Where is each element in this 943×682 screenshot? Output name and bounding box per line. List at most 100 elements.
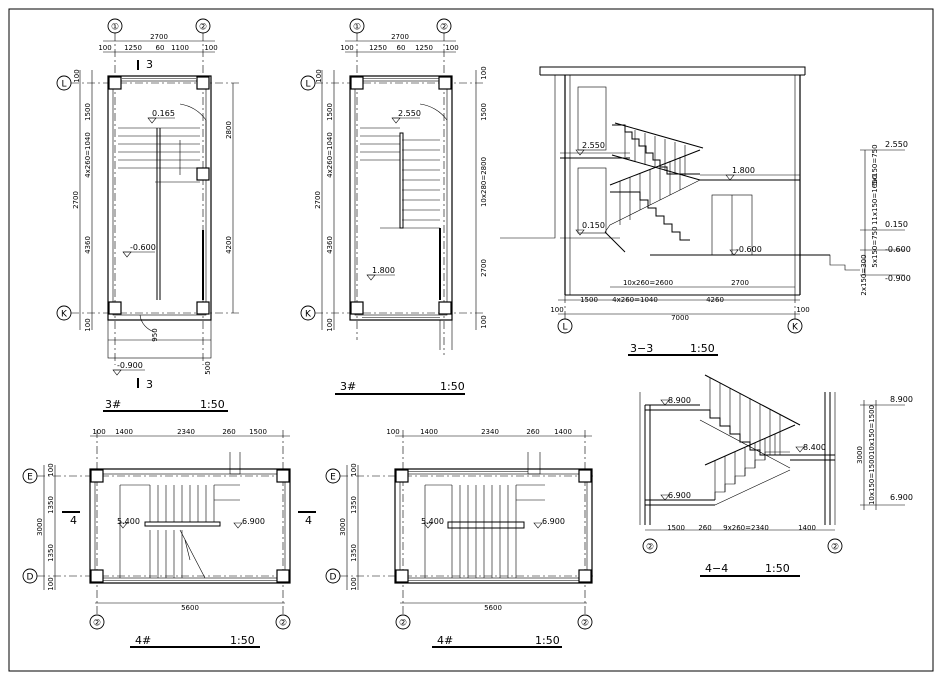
svg-text:②: ②: [581, 619, 589, 629]
svg-text:1400: 1400: [554, 428, 572, 436]
svg-text:7000: 7000: [671, 314, 689, 322]
svg-text:11x150=1650: 11x150=1650: [871, 175, 879, 225]
axis-bubble-L: L: [56, 75, 72, 91]
svg-text:L: L: [562, 323, 567, 333]
svg-text:-0.600: -0.600: [130, 243, 156, 252]
svg-text:10x280=2800: 10x280=2800: [480, 157, 488, 207]
elevation-mark: 2.550: [575, 141, 605, 156]
axis-bubble-1: ①: [107, 18, 123, 34]
stair-treads: [118, 127, 200, 169]
svg-text:1350: 1350: [47, 544, 55, 562]
section-4-4: 8.900 8.400 6.900 1500 260 9x260=2340 14…: [639, 374, 913, 577]
svg-text:1350: 1350: [350, 496, 358, 514]
svg-text:2340: 2340: [177, 428, 195, 436]
axis-bubble-2: ②: [275, 614, 291, 630]
svg-text:500: 500: [204, 361, 212, 374]
svg-text:4: 4: [70, 514, 77, 527]
svg-text:1500: 1500: [84, 103, 92, 121]
svg-text:-0.600: -0.600: [885, 245, 911, 254]
axis-bubble-K: K: [56, 305, 72, 321]
svg-text:100: 100: [350, 463, 358, 476]
svg-text:5x150=750: 5x150=750: [871, 144, 879, 185]
svg-text:L: L: [305, 80, 310, 90]
elevation-mark: 5.400: [117, 517, 140, 529]
svg-text:4x260=1040: 4x260=1040: [612, 296, 658, 304]
svg-text:1.800: 1.800: [732, 166, 755, 175]
svg-text:10x260=2600: 10x260=2600: [623, 279, 673, 287]
svg-text:②: ②: [440, 23, 448, 33]
axis-bubble-L: L: [300, 75, 316, 91]
elevation-mark: 8.400: [795, 443, 826, 453]
svg-text:100: 100: [47, 577, 55, 590]
svg-text:1350: 1350: [47, 496, 55, 514]
drawing-title: 3−3: [630, 342, 653, 355]
axis-bubble-D: D: [325, 568, 341, 584]
axis-bubble-2: ②: [395, 614, 411, 630]
svg-text:D: D: [330, 573, 337, 583]
svg-text:10x150=1500: 10x150=1500: [868, 455, 876, 505]
svg-text:100: 100: [98, 44, 111, 52]
elevation-mark: 5.400: [421, 517, 444, 529]
svg-text:10x150=1500: 10x150=1500: [868, 405, 876, 455]
svg-text:100: 100: [480, 315, 488, 328]
stair-treads: [451, 485, 517, 578]
svg-text:4x260=1040: 4x260=1040: [84, 132, 92, 178]
svg-text:①: ①: [111, 23, 119, 33]
elevation-mark: 2.550: [391, 109, 421, 124]
svg-text:100: 100: [315, 69, 323, 82]
svg-text:4260: 4260: [706, 296, 724, 304]
balusters: [709, 378, 781, 500]
plan-4-upper: E D ② ② 100 1400 2340 260 1400 100 1350 …: [325, 428, 595, 648]
svg-text:2700: 2700: [150, 33, 168, 41]
elevation-mark: 0.165: [147, 109, 175, 124]
svg-text:2340: 2340: [481, 428, 499, 436]
svg-text:100: 100: [350, 577, 358, 590]
elevation-mark: 1.800: [725, 166, 755, 181]
svg-text:0.150: 0.150: [885, 220, 908, 229]
drawing-scale: 1:50: [690, 342, 715, 355]
svg-text:8.400: 8.400: [803, 443, 826, 452]
axis-bubble-L: L: [557, 318, 573, 334]
svg-text:100: 100: [84, 318, 92, 331]
svg-text:0.165: 0.165: [152, 109, 175, 118]
svg-text:1350: 1350: [350, 544, 358, 562]
svg-text:1500: 1500: [249, 428, 267, 436]
svg-text:0.150: 0.150: [582, 221, 605, 230]
svg-text:6.900: 6.900: [542, 517, 565, 526]
svg-text:-0.900: -0.900: [117, 361, 143, 370]
svg-text:1100: 1100: [171, 44, 189, 52]
drawing-scale: 1:50: [200, 398, 225, 411]
svg-text:1500: 1500: [667, 524, 685, 532]
svg-text:100: 100: [480, 66, 488, 79]
axis-bubble-E: E: [22, 468, 38, 484]
drawing-title: 4#: [135, 634, 151, 647]
svg-text:260: 260: [526, 428, 539, 436]
svg-text:2.550: 2.550: [398, 109, 421, 118]
svg-text:1400: 1400: [115, 428, 133, 436]
drawing-title: 3#: [340, 380, 356, 393]
svg-text:①: ①: [353, 23, 361, 33]
svg-text:1250: 1250: [415, 44, 433, 52]
drawing-scale: 1:50: [230, 634, 255, 647]
svg-text:K: K: [61, 310, 68, 320]
svg-text:3000: 3000: [36, 518, 44, 536]
svg-text:950: 950: [151, 328, 159, 341]
drawing-scale: 1:50: [535, 634, 560, 647]
svg-text:5.400: 5.400: [117, 517, 140, 526]
axis-bubble-2: ②: [89, 614, 105, 630]
svg-text:5600: 5600: [484, 604, 502, 612]
svg-text:60: 60: [397, 44, 406, 52]
svg-text:D: D: [27, 573, 34, 583]
svg-text:100: 100: [550, 306, 563, 314]
axis-bubble-2: ②: [577, 614, 593, 630]
svg-text:5.400: 5.400: [421, 517, 444, 526]
elevation-mark: 1.800: [366, 266, 395, 281]
svg-text:260: 260: [222, 428, 235, 436]
svg-text:4x260=1040: 4x260=1040: [326, 132, 334, 178]
svg-text:K: K: [792, 323, 799, 333]
svg-text:1500: 1500: [480, 103, 488, 121]
svg-text:1250: 1250: [369, 44, 387, 52]
svg-text:4200: 4200: [225, 236, 233, 254]
svg-text:260: 260: [698, 524, 711, 532]
